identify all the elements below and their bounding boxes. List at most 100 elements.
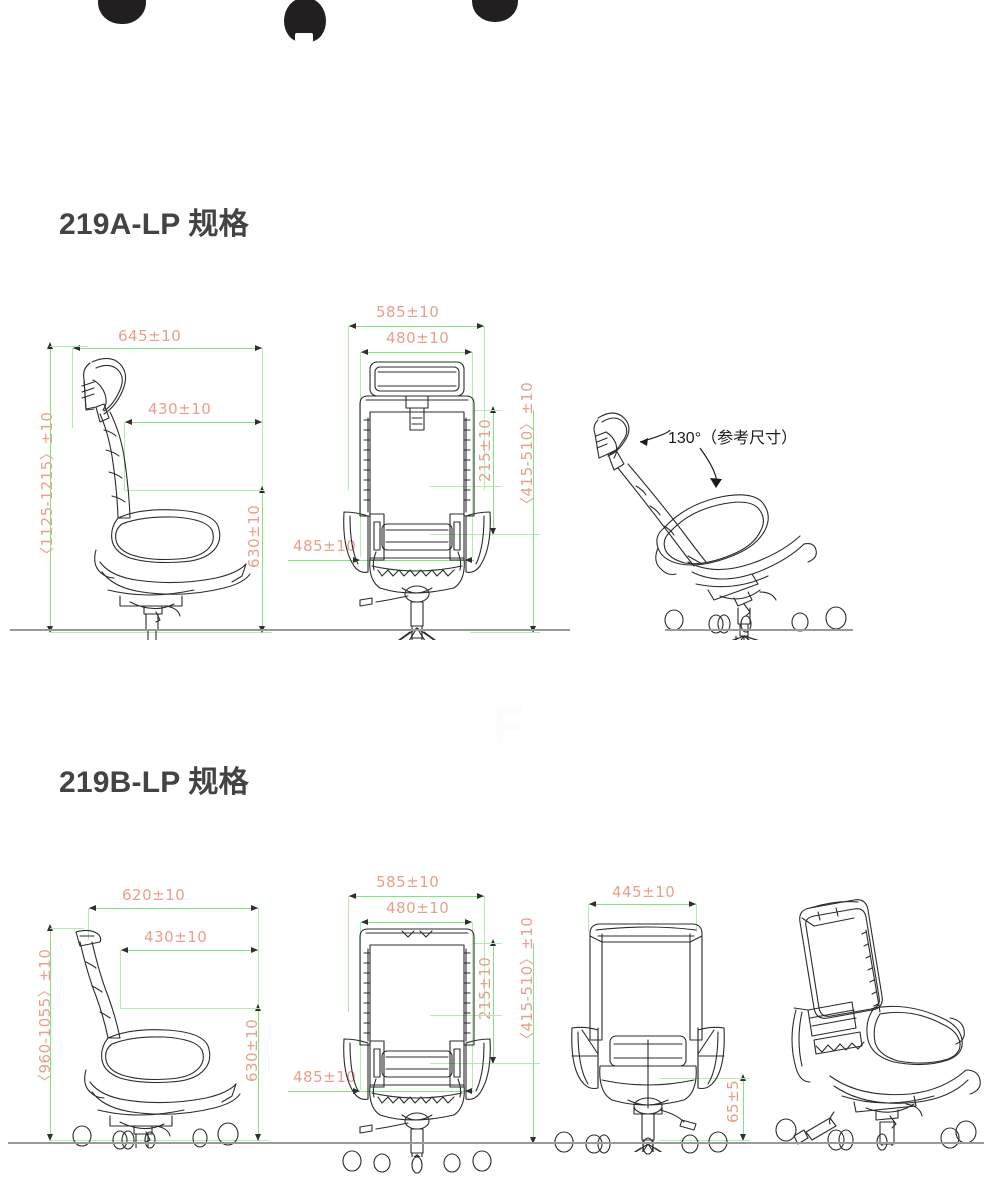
ext-215a-top bbox=[472, 410, 502, 411]
arrow-right-480b bbox=[465, 919, 472, 925]
ext-630b-top bbox=[120, 1008, 260, 1009]
ext-585a-right bbox=[484, 326, 485, 490]
chair-base-recline-a bbox=[660, 590, 860, 634]
ground-line-b bbox=[8, 1142, 984, 1144]
annotation-recline-angle: 130°（参考尺寸） bbox=[668, 430, 798, 447]
ext-line-645-left bbox=[72, 348, 73, 428]
watermark: F bbox=[492, 697, 524, 755]
view-recline-219a: 130°（参考尺寸） bbox=[590, 400, 930, 640]
view-rear-219b: 445±10 65±5 bbox=[550, 870, 790, 1155]
ext-line-645-right bbox=[262, 348, 263, 578]
arrow-left-480b bbox=[361, 919, 368, 925]
dim-label-overall-width-a: 585±10 bbox=[376, 303, 440, 321]
arrow-right-480a bbox=[465, 349, 472, 355]
dim-label-back-width-b: 480±10 bbox=[386, 899, 450, 917]
dim-line-caster-height-b bbox=[743, 1078, 744, 1140]
dim-label-seat-depth-a: 430±10 bbox=[148, 400, 212, 418]
dim-line-armrest-height-b bbox=[493, 943, 494, 1063]
arrow-right-645 bbox=[255, 345, 262, 351]
ext-960-bottom bbox=[50, 1140, 268, 1141]
ext-415a-floor bbox=[470, 632, 540, 633]
ext-445-left bbox=[588, 904, 589, 932]
view-front-219a: 585±10 480±10 485±10 215±10 〈415-510〉±10 bbox=[280, 300, 570, 640]
ext-line-1125-top bbox=[50, 346, 88, 347]
dim-line-armrest-height-a bbox=[493, 410, 494, 534]
dim-line-overall-depth-a bbox=[72, 348, 262, 349]
photo-fade-overlay bbox=[0, 0, 988, 70]
arrow-left-485a bbox=[465, 557, 472, 563]
arrow-up-630b bbox=[255, 1004, 261, 1011]
dim-line-seat-height-b bbox=[533, 943, 534, 1143]
arrow-right-430a bbox=[255, 419, 262, 425]
ext-430b-left bbox=[120, 950, 121, 1008]
view-side-219b: 620±10 430±10 〈960-1055〉±10 630±10 bbox=[0, 870, 280, 1150]
ext-65-top bbox=[660, 1078, 750, 1079]
dim-label-overall-height-a: 〈1125-1215〉±10 bbox=[38, 411, 56, 562]
arrow-down-215a bbox=[490, 528, 496, 535]
ext-415a-seat bbox=[430, 534, 540, 535]
arrow-right-430b bbox=[251, 947, 258, 953]
dim-label-rear-width-b: 445±10 bbox=[612, 883, 676, 901]
dim-line-overall-height-a bbox=[50, 346, 51, 632]
view-front-219b: 585±10 480±10 485±10 215±10 〈415-510〉±10 bbox=[280, 865, 570, 1174]
dim-line-seat-height-a bbox=[533, 410, 534, 632]
arrow-left-445 bbox=[589, 901, 596, 907]
dim-line-rear-width-b bbox=[588, 904, 696, 905]
arrow-left-585b bbox=[349, 893, 356, 899]
dim-line-back-height-b bbox=[258, 1008, 259, 1140]
chair-casters-side-b bbox=[70, 1120, 270, 1150]
arrow-up-960 bbox=[47, 924, 53, 931]
arrow-down-65 bbox=[740, 1134, 746, 1141]
arrow-up-65 bbox=[740, 1074, 746, 1081]
dim-line-overall-depth-b bbox=[88, 908, 258, 909]
dim-line-overall-height-b bbox=[50, 928, 51, 1140]
ext-620-left bbox=[88, 908, 89, 940]
ext-960-top bbox=[50, 928, 84, 929]
dim-line-seat-depth-b bbox=[120, 950, 258, 951]
dim-label-base-width-a: 485±10 bbox=[293, 537, 357, 555]
arrow-up-630a bbox=[259, 486, 265, 493]
dim-line-overall-width-b bbox=[348, 896, 484, 897]
dim-label-overall-height-b: 〈960-1055〉±10 bbox=[36, 948, 54, 1089]
dim-line-seat-depth-a bbox=[124, 422, 262, 423]
ext-line-1125-bottom bbox=[50, 632, 272, 633]
dim-label-overall-width-b: 585±10 bbox=[376, 873, 440, 891]
chair-drawing-rear-b bbox=[568, 922, 728, 1152]
dim-label-overall-depth-a: 645±10 bbox=[118, 327, 182, 345]
ground-line-a-left bbox=[10, 629, 570, 631]
arrow-left-620 bbox=[89, 905, 96, 911]
arrow-left-430a bbox=[125, 419, 132, 425]
chair-drawing-front-b bbox=[342, 927, 492, 1157]
ext-585b-left bbox=[348, 896, 349, 1012]
arrow-right-485b bbox=[353, 1088, 360, 1094]
chair-drawing-iso-b bbox=[774, 890, 986, 1146]
dim-line-back-height-a bbox=[262, 490, 263, 632]
dim-line-overall-width-a bbox=[348, 326, 484, 327]
product-photo-crop bbox=[0, 0, 988, 70]
arrow-down-960 bbox=[47, 1134, 53, 1141]
dim-label-back-width-a: 480±10 bbox=[386, 329, 450, 347]
dim-label-overall-depth-b: 620±10 bbox=[122, 886, 186, 904]
ext-480b-right bbox=[472, 922, 473, 1090]
arrow-right-585a bbox=[477, 323, 484, 329]
arrow-left-585a bbox=[349, 323, 356, 329]
dim-line-back-width-a bbox=[360, 352, 472, 353]
arrow-left-645 bbox=[73, 345, 80, 351]
view-side-219a: 645±10 430±10 〈1125-1215〉±10 630±10 bbox=[0, 300, 280, 640]
arrow-right-585b bbox=[477, 893, 484, 899]
arrow-up-215a bbox=[490, 406, 496, 413]
chair-drawing-recline-a bbox=[592, 406, 872, 640]
arrow-right-445 bbox=[689, 901, 696, 907]
ext-585b-right bbox=[484, 896, 485, 1012]
arrow-down-215b bbox=[490, 1057, 496, 1064]
dim-label-seat-depth-b: 430±10 bbox=[144, 928, 208, 946]
view-iso-219b bbox=[770, 890, 988, 1151]
ext-65-bottom bbox=[660, 1140, 750, 1141]
ext-line-630a-top bbox=[124, 490, 264, 491]
section-title-219a: 219A-LP 规格 bbox=[59, 208, 249, 241]
ext-585a-left bbox=[348, 326, 349, 490]
chair-drawing-front-a bbox=[342, 360, 492, 640]
arrow-down-630b bbox=[255, 1134, 261, 1141]
arrow-up-215b bbox=[490, 939, 496, 946]
